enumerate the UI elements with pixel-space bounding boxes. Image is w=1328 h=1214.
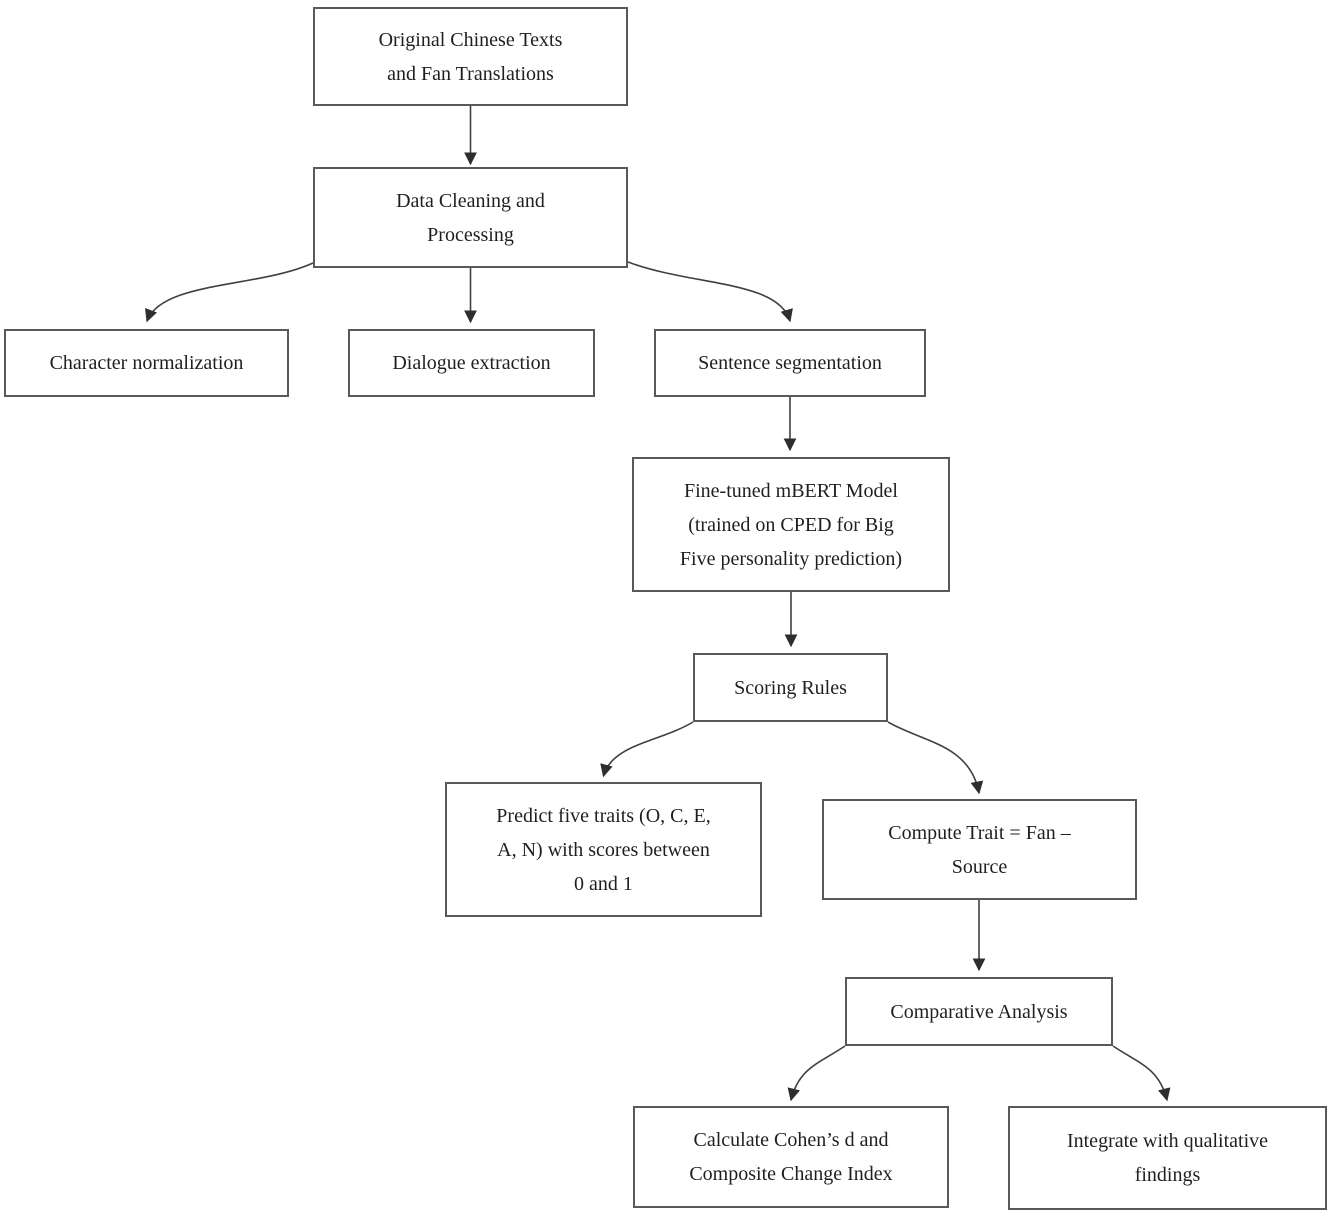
connector-cleaning-sentence (627, 261, 793, 323)
node-calculate-cohens-d: Calculate Cohen’s d and Composite Change… (633, 1106, 949, 1208)
node-predict-five-traits: Predict five traits (O, C, E, A, N) with… (445, 782, 762, 917)
node-comparative-analysis: Comparative Analysis (845, 977, 1113, 1046)
connector-scoring-predict (600, 721, 694, 778)
connector-scoring-compute (887, 721, 984, 795)
node-scoring-rules: Scoring Rules (693, 653, 888, 722)
node-original-chinese-texts: Original Chinese Texts and Fan Translati… (313, 7, 628, 106)
connector-comparative-cohens (787, 1045, 846, 1102)
node-sentence-segmentation: Sentence segmentation (654, 329, 926, 397)
node-data-cleaning-processing: Data Cleaning and Processing (313, 167, 628, 268)
node-integrate-qualitative: Integrate with qualitative findings (1008, 1106, 1327, 1210)
connector-comparative-integrate (1112, 1045, 1171, 1102)
node-finetuned-mbert-model: Fine-tuned mBERT Model (trained on CPED … (632, 457, 950, 592)
node-character-normalization: Character normalization (4, 329, 289, 397)
connector-cleaning-char-norm (145, 262, 314, 323)
node-compute-trait: Compute Trait = Fan – Source (822, 799, 1137, 900)
node-dialogue-extraction: Dialogue extraction (348, 329, 595, 397)
